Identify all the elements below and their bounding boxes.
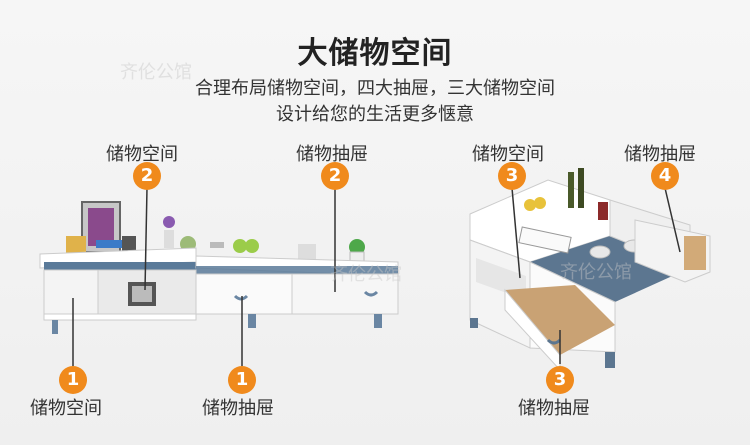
callout-label: 储物抽屉: [624, 144, 696, 165]
callout-number-badge: 2: [321, 162, 349, 190]
callout-number-badge: 3: [546, 366, 574, 394]
watermark-text: 齐伦公馆: [120, 62, 192, 83]
callout-label: 储物空间: [30, 398, 102, 419]
callout-number-badge: 4: [651, 162, 679, 190]
page-title: 大储物空间: [297, 36, 453, 71]
callout-number-badge: 3: [498, 162, 526, 190]
subtitle-line-1: 合理布局储物空间，四大抽屉，三大储物空间: [195, 78, 555, 99]
callout-number-badge: 1: [228, 366, 256, 394]
callout-label: 储物空间: [472, 144, 544, 165]
callout-label: 储物抽屉: [202, 398, 274, 419]
callout-label: 储物抽屉: [296, 144, 368, 165]
watermark-text: 齐伦公馆: [330, 264, 402, 285]
watermark-text: 齐伦公馆: [560, 262, 632, 283]
callout-number-badge: 1: [59, 366, 87, 394]
coffee-table-illustration: [469, 168, 711, 372]
callout-label: 储物抽屉: [518, 398, 590, 419]
callout-number-badge: 2: [133, 162, 161, 190]
tv-stand-illustration: [39, 187, 399, 366]
subtitle-line-2: 设计给您的生活更多惬意: [276, 104, 474, 125]
callout-label: 储物空间: [106, 144, 178, 165]
